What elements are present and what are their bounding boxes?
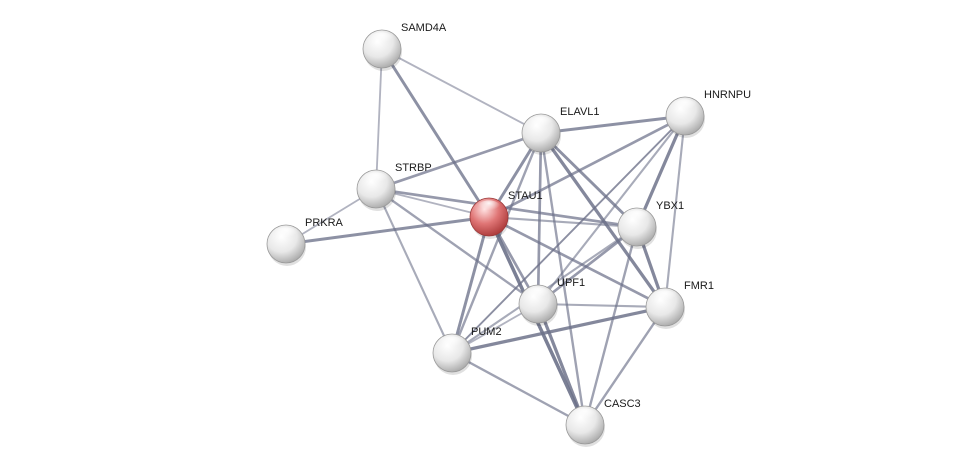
edge-upf1-casc3[interactable] [536, 302, 587, 427]
node-label: FMR1 [684, 280, 714, 292]
node-highlight [529, 116, 553, 131]
edge-strbp-upf1[interactable] [374, 187, 540, 306]
edge-hnrnpu-ybx1[interactable] [635, 114, 687, 229]
edge-elavl1-strbp[interactable] [374, 131, 543, 191]
edge-elavl1-pum2[interactable] [450, 131, 543, 355]
edge-elavl1-ybx1[interactable] [539, 131, 639, 229]
node-label: HNRNPU [704, 89, 751, 101]
node-highlight [274, 227, 298, 242]
node-casc3[interactable]: CASC3 [565, 398, 641, 447]
edge-strbp-ybx1[interactable] [374, 187, 639, 229]
edge-strbp-stau1[interactable] [375, 188, 490, 218]
node-highlight [573, 408, 597, 423]
edge-fmr1-casc3[interactable] [583, 305, 667, 427]
node-pum2[interactable]: PUM2 [432, 326, 502, 375]
edge-elavl1-hnrnpu[interactable] [539, 114, 687, 135]
node-elavl1[interactable]: ELAVL1 [521, 106, 600, 155]
node-highlight [364, 172, 388, 187]
node-hnrnpu[interactable]: HNRNPU [665, 89, 751, 138]
edge-stau1-pum2[interactable] [450, 215, 491, 355]
node-stau1[interactable]: STAU1 [469, 190, 543, 239]
node-prkra[interactable]: PRKRA [266, 217, 344, 266]
node-label: STRBP [395, 162, 432, 174]
node-strbp[interactable]: STRBP [356, 162, 432, 211]
edge-stau1-fmr1[interactable] [487, 215, 667, 309]
edge-stau1-prkra[interactable] [284, 215, 491, 246]
edge-pum2-casc3[interactable] [450, 351, 587, 427]
node-highlight [526, 287, 550, 302]
edge-hnrnpu-fmr1[interactable] [663, 114, 687, 309]
node-label: PRKRA [305, 217, 344, 229]
node-samd4a[interactable]: SAMD4A [362, 22, 447, 71]
edge-samd4a-elavl1[interactable] [381, 48, 542, 134]
node-label: SAMD4A [401, 22, 447, 34]
edge-upf1-fmr1[interactable] [536, 302, 667, 309]
edge-elavl1-upf1[interactable] [536, 131, 543, 306]
node-label: STAU1 [508, 190, 543, 202]
node-label: CASC3 [604, 398, 641, 410]
node-highlight [625, 210, 649, 225]
edge-samd4a-strbp[interactable] [375, 48, 383, 190]
edge-fmr1-pum2[interactable] [450, 305, 667, 355]
node-highlight [477, 200, 501, 215]
node-highlight [370, 32, 394, 47]
node-upf1[interactable]: UPF1 [518, 277, 585, 326]
edge-elavl1-casc3[interactable] [539, 131, 587, 427]
node-ybx1[interactable]: YBX1 [617, 200, 684, 249]
node-highlight [440, 336, 464, 351]
node-label: ELAVL1 [560, 106, 600, 118]
edge-ybx1-casc3[interactable] [583, 225, 639, 427]
node-highlight [673, 99, 697, 114]
node-label: PUM2 [471, 326, 502, 338]
edge-strbp-pum2[interactable] [374, 187, 454, 355]
node-highlight [653, 290, 677, 305]
edge-hnrnpu-upf1[interactable] [536, 114, 687, 306]
edge-ybx1-upf1[interactable] [536, 225, 639, 306]
edge-hnrnpu-stau1[interactable] [487, 114, 687, 219]
edge-pum2-hnrnpu[interactable] [451, 115, 686, 354]
node-fmr1[interactable]: FMR1 [645, 280, 714, 329]
node-label: YBX1 [656, 200, 684, 212]
edge-stau1-ybx1[interactable] [487, 215, 639, 229]
node-label: UPF1 [557, 277, 585, 289]
edge-samd4a-stau1[interactable] [380, 47, 491, 219]
